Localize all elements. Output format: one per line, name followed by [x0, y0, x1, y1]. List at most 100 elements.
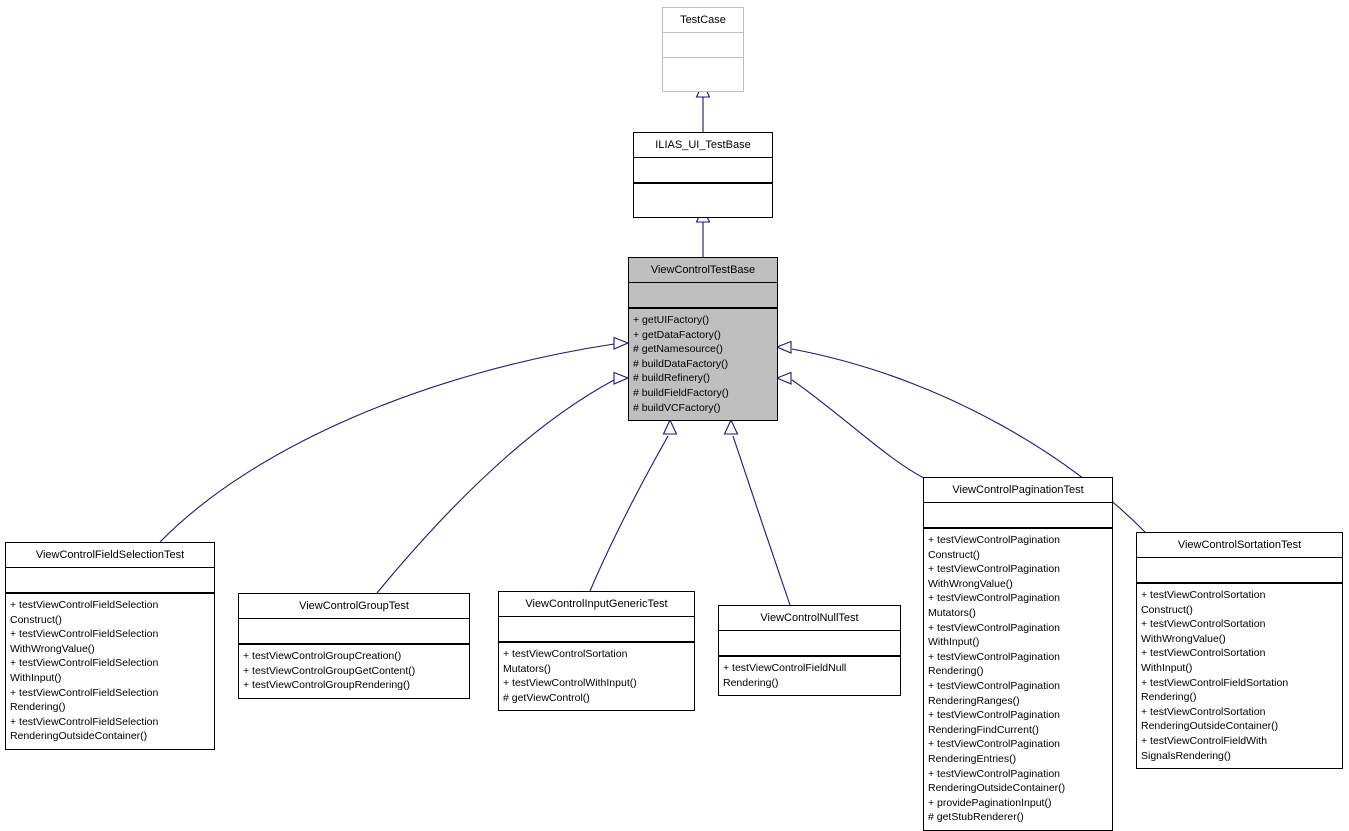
method-line: WithInput() — [10, 671, 62, 684]
class-viewcontrolpaginationtest[interactable]: ViewControlPaginationTest + testViewCont… — [923, 477, 1113, 831]
method-line: + getUIFactory() — [633, 314, 710, 326]
attributes-compartment — [719, 631, 900, 657]
method-line: + testViewControlFieldSelection — [10, 686, 159, 699]
method-line: + testViewControlPagination — [928, 563, 1061, 576]
inheritance-arrowhead — [613, 371, 630, 385]
arrow-fieldselection-to-base — [159, 343, 615, 543]
method-line: Construct() — [928, 548, 980, 561]
class-viewcontrolnulltest[interactable]: ViewControlNullTest + testViewControlFie… — [718, 605, 901, 697]
arrow-inputgeneric-to-base — [589, 435, 669, 592]
method-line: RenderingOutsideContainer() — [10, 730, 148, 743]
method-line: + testViewControlSortation — [1141, 647, 1266, 660]
method-line: RenderingRanges() — [928, 694, 1020, 707]
class-viewcontrolsortationtest[interactable]: ViewControlSortationTest + testViewContr… — [1136, 532, 1343, 770]
method-line: Rendering() — [723, 676, 779, 689]
method-line: Rendering() — [10, 701, 66, 714]
method-line: + testViewControlPagination — [928, 534, 1061, 546]
class-viewcontrolinputgenerictest[interactable]: ViewControlInputGenericTest + testViewCo… — [498, 591, 695, 712]
method-line: + testViewControlPagination — [928, 738, 1061, 751]
class-title: TestCase — [663, 8, 743, 33]
class-title: ViewControlNullTest — [719, 606, 900, 631]
method-line: + testViewControlPagination — [928, 650, 1061, 663]
class-testcase[interactable]: TestCase — [662, 7, 744, 92]
method-line: Mutators() — [503, 662, 551, 675]
attributes-compartment — [239, 619, 469, 645]
method-line: Mutators() — [928, 606, 976, 619]
method-line: SignalsRendering() — [1141, 749, 1231, 762]
attributes-compartment — [924, 503, 1112, 529]
class-title: ViewControlTestBase — [629, 258, 777, 283]
method-line: WithWrongValue() — [10, 642, 95, 655]
inheritance-arrowhead — [723, 418, 739, 435]
method-line: + testViewControlFieldSelection — [10, 599, 159, 611]
method-line: + testViewControlPagination — [928, 767, 1061, 780]
method-line: + testViewControlFieldSortation — [1141, 676, 1289, 689]
inheritance-arrowhead — [613, 336, 630, 350]
class-ilias-ui-testbase[interactable]: ILIAS_UI_TestBase — [633, 132, 773, 218]
inheritance-arrowhead — [662, 418, 678, 435]
method-line: + testViewControlFieldSelection — [10, 657, 159, 670]
inheritance-arrowhead — [775, 340, 792, 354]
method-line: + testViewControlFieldSelection — [10, 628, 159, 641]
method-line: + testViewControlGroupRendering() — [243, 679, 411, 692]
method-line: WithInput() — [928, 636, 980, 649]
method-line: + testViewControlGroupGetContent() — [243, 664, 416, 677]
inheritance-arrowhead — [775, 371, 792, 385]
method-line: Construct() — [10, 613, 62, 626]
class-title: ViewControlInputGenericTest — [499, 592, 694, 617]
attributes-compartment — [1137, 558, 1342, 584]
method-line: + testViewControlWithInput() — [503, 677, 637, 690]
attributes-compartment — [6, 568, 214, 594]
method-line: + testViewControlPagination — [928, 709, 1061, 722]
method-line: RenderingOutsideContainer() — [928, 782, 1066, 795]
method-line: + testViewControlFieldSelection — [10, 715, 159, 728]
method-line: # buildDataFactory() — [633, 357, 729, 370]
arrow-pagination-to-base — [791, 379, 925, 479]
class-viewcontrolfieldselectiontest[interactable]: ViewControlFieldSelectionTest + testView… — [5, 542, 215, 750]
methods-compartment — [663, 58, 743, 91]
method-line: + getDataFactory() — [633, 328, 721, 341]
method-line: + testViewControlSortation — [1141, 705, 1266, 718]
method-line: # getStubRenderer() — [928, 811, 1024, 824]
attributes-compartment — [634, 158, 772, 184]
method-line: Construct() — [1141, 603, 1193, 616]
method-line: + providePaginationInput() — [928, 796, 1052, 809]
attributes-compartment — [663, 33, 743, 58]
method-line: # buildFieldFactory() — [633, 386, 729, 399]
method-line: # buildRefinery() — [633, 372, 711, 385]
class-title: ILIAS_UI_TestBase — [634, 133, 772, 158]
arrow-nulltest-to-base — [732, 435, 791, 606]
method-line: + testViewControlFieldWith — [1141, 734, 1268, 747]
class-viewcontroltestbase[interactable]: ViewControlTestBase + getUIFactory() + ge… — [628, 257, 778, 422]
class-viewcontrolgrouptest[interactable]: ViewControlGroupTest + testViewControlGr… — [238, 593, 470, 699]
method-line: RenderingOutsideContainer() — [1141, 720, 1279, 733]
method-line: + testViewControlSortation — [1141, 618, 1266, 631]
method-line: RenderingEntries() — [928, 752, 1017, 765]
method-line: # buildVCFactory() — [633, 401, 721, 414]
arrow-group-to-base — [376, 379, 615, 594]
method-line: # getViewControl() — [503, 691, 590, 704]
methods-compartment — [634, 184, 772, 217]
method-line: Rendering() — [1141, 691, 1197, 704]
class-title: ViewControlPaginationTest — [924, 478, 1112, 503]
method-line: + testViewControlPagination — [928, 679, 1061, 692]
attributes-compartment — [499, 617, 694, 643]
class-title: ViewControlGroupTest — [239, 594, 469, 619]
method-line: + testViewControlPagination — [928, 621, 1061, 634]
method-line: WithInput() — [1141, 661, 1193, 674]
method-line: + testViewControlSortation — [503, 648, 628, 660]
methods-compartment: + testViewControlGroupCreation() + testVi… — [239, 645, 469, 698]
method-line: WithWrongValue() — [928, 577, 1013, 590]
method-line: RenderingFindCurrent() — [928, 723, 1039, 736]
class-title: ViewControlSortationTest — [1137, 533, 1342, 558]
method-line: + testViewControlPagination — [928, 592, 1061, 605]
method-line: + testViewControlGroupCreation() — [243, 650, 402, 662]
method-line: + testViewControlSortation — [1141, 589, 1266, 601]
